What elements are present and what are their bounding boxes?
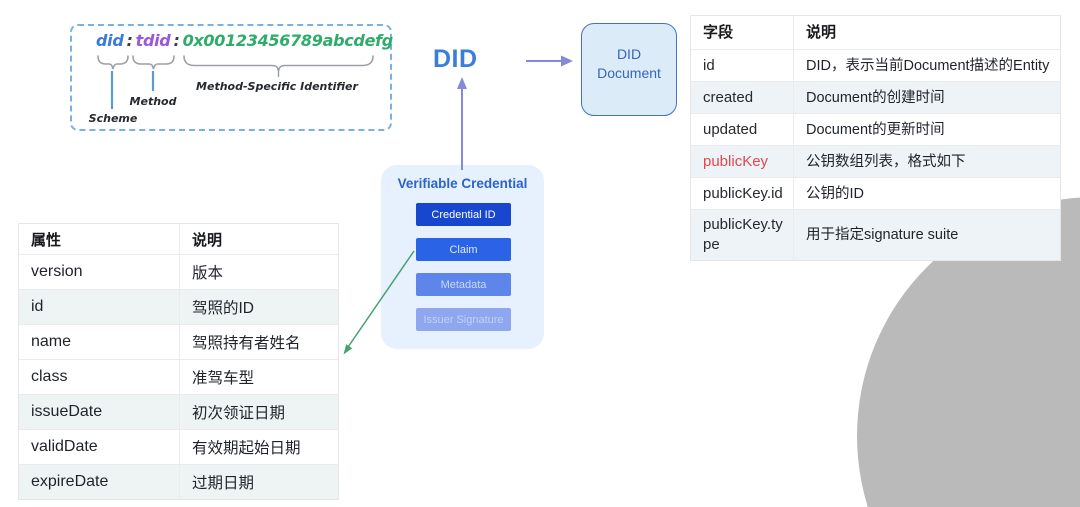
attribute-table-header: 属性 说明 bbox=[19, 224, 338, 254]
table-row: id 驾照的ID bbox=[19, 289, 338, 324]
table-row: updated Document的更新时间 bbox=[691, 113, 1060, 145]
credential-to-did-arrow bbox=[457, 77, 467, 170]
table-row: expireDate 过期日期 bbox=[19, 464, 338, 499]
did-syntax-box bbox=[70, 24, 392, 131]
description-cell: 驾照持有者姓名 bbox=[179, 325, 338, 359]
description-cell: Document的创建时间 bbox=[793, 82, 1060, 113]
table-row: publicKey.id 公钥的ID bbox=[691, 177, 1060, 209]
attribute-cell: class bbox=[31, 368, 68, 385]
attribute-cell: validDate bbox=[31, 438, 98, 455]
description-cell: 版本 bbox=[179, 255, 338, 289]
metadata-block: Metadata bbox=[416, 273, 511, 296]
table-row: version 版本 bbox=[19, 254, 338, 289]
did-document-line2: Document bbox=[597, 65, 661, 81]
field-table: 字段 说明 id DID，表示当前Document描述的Entity creat… bbox=[690, 15, 1061, 261]
did-scheme-token: did bbox=[96, 31, 124, 50]
attribute-cell: id bbox=[31, 298, 44, 315]
publickey-field-cell: publicKey bbox=[703, 152, 769, 170]
separator-colon: : bbox=[173, 31, 180, 50]
verifiable-credential-title: Verifiable Credential bbox=[397, 176, 528, 191]
attribute-header-cell: 属性 bbox=[31, 231, 62, 249]
description-cell: 用于指定signature suite bbox=[793, 210, 1060, 260]
method-specific-identifier-label: Method-Specific Identifier bbox=[196, 80, 358, 93]
credential-id-block: Credential ID bbox=[416, 203, 511, 226]
field-cell: updated bbox=[703, 120, 758, 138]
description-cell: DID，表示当前Document描述的Entity bbox=[793, 50, 1060, 81]
description-cell: Document的更新时间 bbox=[793, 114, 1060, 145]
table-row: validDate 有效期起始日期 bbox=[19, 429, 338, 464]
attribute-cell: issueDate bbox=[31, 403, 103, 420]
description-cell: 过期日期 bbox=[179, 465, 338, 499]
table-row: name 驾照持有者姓名 bbox=[19, 324, 338, 359]
method-label: Method bbox=[129, 95, 177, 108]
description-cell: 准驾车型 bbox=[179, 360, 338, 394]
field-cell: created bbox=[703, 88, 754, 106]
table-row: publicKey.type 用于指定signature suite bbox=[691, 209, 1060, 260]
did-document-line1: DID bbox=[616, 46, 642, 62]
attribute-cell: expireDate bbox=[31, 473, 109, 490]
table-row: id DID，表示当前Document描述的Entity bbox=[691, 49, 1060, 81]
table-row: publicKey 公钥数组列表，格式如下 bbox=[691, 145, 1060, 177]
claim-block: Claim bbox=[416, 238, 511, 261]
description-cell: 公钥数组列表，格式如下 bbox=[793, 146, 1060, 177]
issuer-signature-block: Issuer Signature bbox=[416, 308, 511, 331]
did-identifier-token: 0x00123456789abcdefg bbox=[182, 31, 394, 50]
description-cell: 公钥的ID bbox=[793, 178, 1060, 209]
field-cell: publicKey.type bbox=[703, 216, 783, 253]
attribute-cell: version bbox=[31, 263, 83, 280]
did-document-box: DID Document bbox=[581, 23, 677, 116]
attribute-table: 属性 说明 version 版本 id 驾照的ID name 驾照持有者姓名 c… bbox=[18, 223, 339, 500]
separator-colon: : bbox=[126, 31, 133, 50]
description-cell: 有效期起始日期 bbox=[179, 430, 338, 464]
did-method-token: tdid bbox=[135, 31, 171, 50]
field-header-cell: 字段 bbox=[703, 23, 734, 41]
table-row: created Document的创建时间 bbox=[691, 81, 1060, 113]
table-row: issueDate 初次领证日期 bbox=[19, 394, 338, 429]
scheme-label: Scheme bbox=[88, 112, 138, 125]
table-row: class 准驾车型 bbox=[19, 359, 338, 394]
description-header-cell: 说明 bbox=[179, 224, 338, 254]
field-cell: id bbox=[703, 56, 715, 74]
field-table-header: 字段 说明 bbox=[691, 16, 1060, 49]
description-cell: 初次领证日期 bbox=[179, 395, 338, 429]
description-header-cell: 说明 bbox=[793, 16, 1060, 49]
did-node-label: DID bbox=[433, 45, 478, 73]
description-cell: 驾照的ID bbox=[179, 290, 338, 324]
field-cell: publicKey.id bbox=[703, 184, 783, 202]
verifiable-credential-box: Verifiable Credential Credential ID Clai… bbox=[381, 165, 544, 349]
attribute-cell: name bbox=[31, 333, 72, 350]
did-to-document-arrow bbox=[526, 55, 573, 67]
did-syntax-string: did:tdid:0x00123456789abcdefg bbox=[96, 31, 393, 50]
